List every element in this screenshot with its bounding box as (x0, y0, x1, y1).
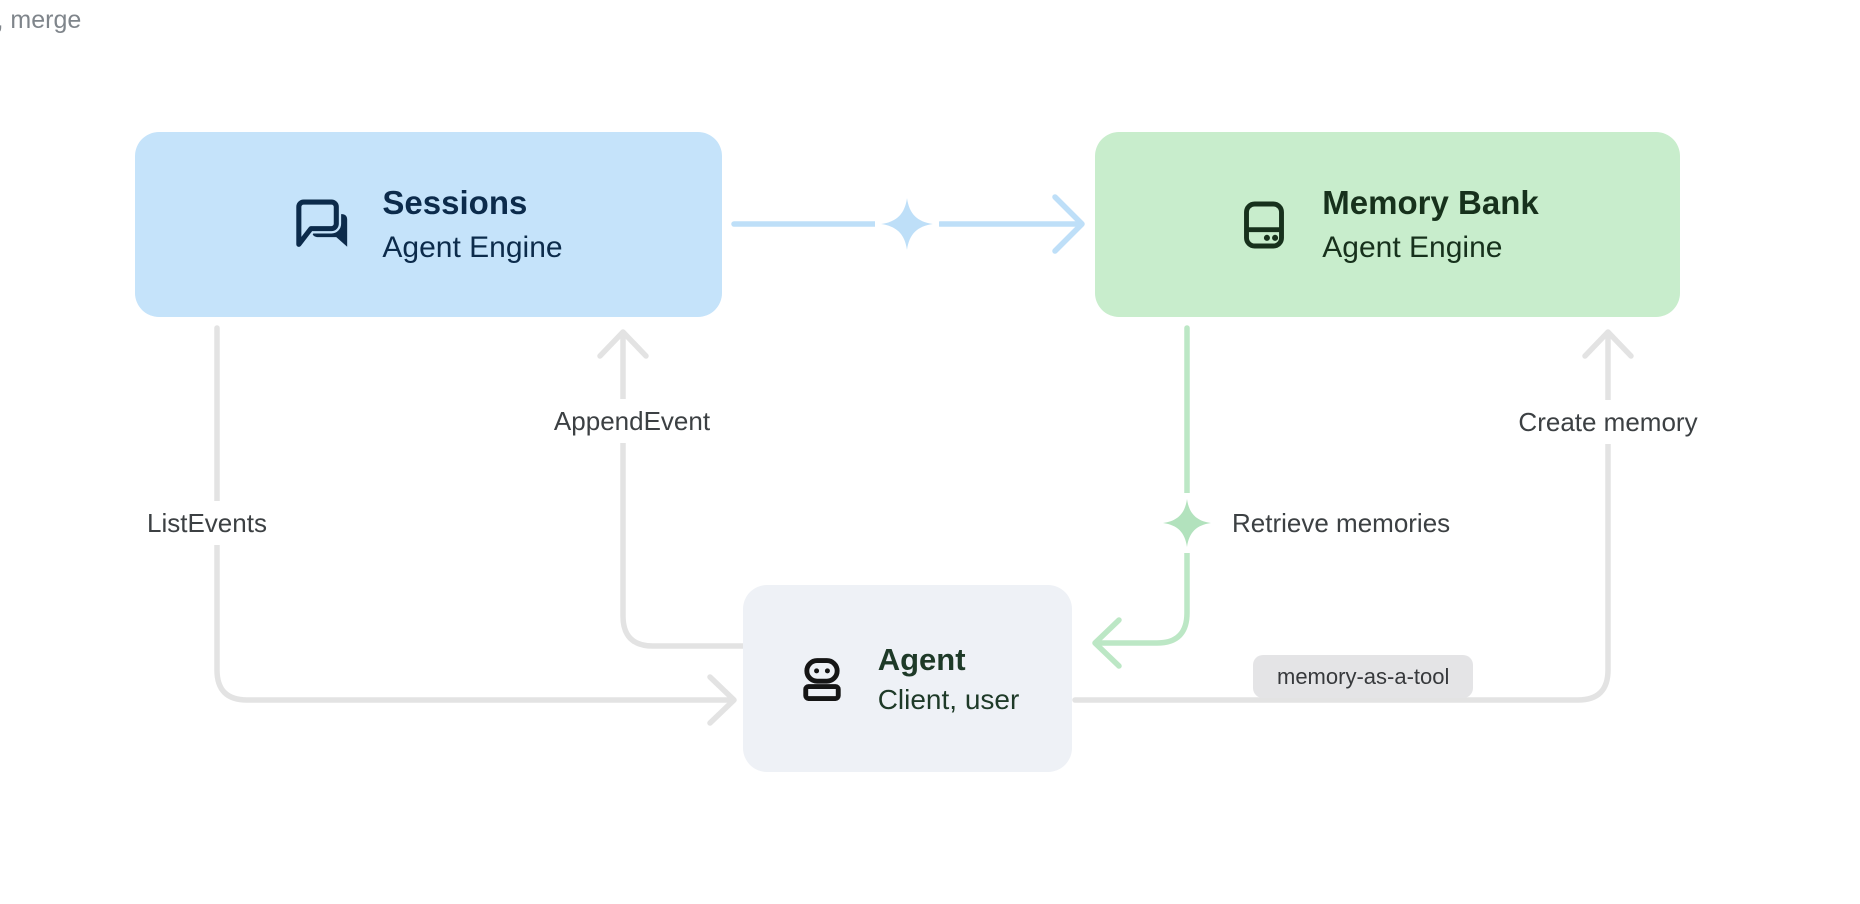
memory-bank-title: Memory Bank (1322, 183, 1539, 221)
blue-sparkle-icon (875, 192, 939, 256)
sessions-title: Sessions (382, 183, 528, 221)
node-memory-bank: Memory Bank Agent Engine (1095, 132, 1680, 317)
chat-forum-icon (294, 196, 348, 249)
edge-create-memory-arrow (1072, 329, 1634, 703)
sessions-subtitle: Agent Engine (382, 230, 563, 264)
green-sparkle-icon (1157, 493, 1217, 553)
edge-label-create-memory: Create memory (1508, 400, 1708, 444)
edge-append-event-arrow (597, 329, 750, 649)
edge-label-generate-memories: Generate memories Extract, merge (0, 0, 930, 38)
memory-bank-icon (1244, 201, 1285, 248)
memory-bank-subtitle: Agent Engine (1322, 230, 1503, 264)
edge-list-events-arrow (214, 325, 737, 726)
edge-label-retrieve-memories: Retrieve memories (1222, 501, 1461, 545)
robot-icon (803, 657, 841, 701)
node-sessions: Sessions Agent Engine (135, 132, 722, 317)
agent-title: Agent (877, 641, 966, 677)
memory-as-a-tool-badge: memory-as-a-tool (1253, 655, 1474, 698)
extract-merge-sublabel: Extract, merge (0, 6, 82, 34)
edge-label-list-events: ListEvents (137, 501, 277, 545)
edge-retrieve-memories-arrow (1092, 325, 1190, 669)
edge-label-append-event: AppendEvent (543, 399, 721, 443)
edge-generate-memories-arrow (731, 194, 1085, 254)
agent-subtitle: Client, user (877, 683, 1020, 715)
node-agent: Agent Client, user (743, 585, 1072, 772)
